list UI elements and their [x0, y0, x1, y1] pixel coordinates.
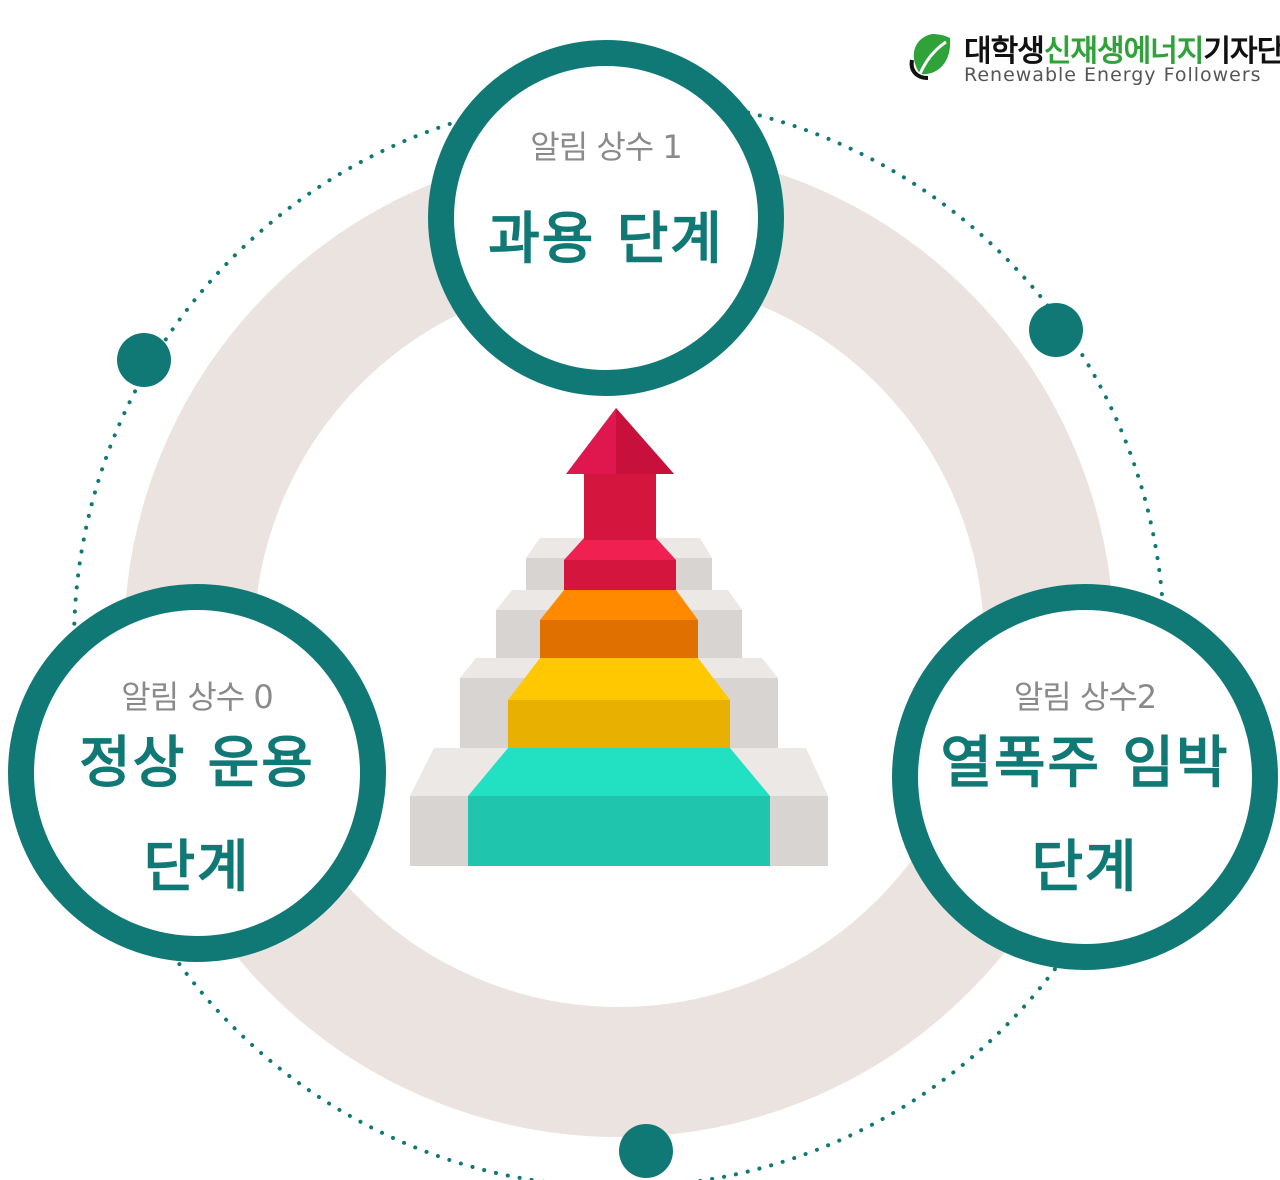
stage-name-line2: 단계	[143, 835, 251, 900]
logo-title: 대학생신재생에너지기자단	[964, 26, 1280, 70]
leaf-icon	[909, 34, 951, 80]
logo-title-part3: 기자단	[1203, 34, 1280, 69]
logo-title-part2: 신재생에너지	[1043, 34, 1205, 69]
cycle-node-right	[1029, 303, 1083, 357]
stage-overuse: 알림 상수 1 과용 단계	[428, 40, 784, 396]
logo-title-part1: 대학생	[964, 34, 1045, 69]
stage-thermal-runaway: 알림 상수2 열폭주 임박 단계	[892, 584, 1278, 970]
cycle-node-left	[117, 333, 171, 387]
stage-normal-operation: 알림 상수 0 정상 운용 단계	[8, 584, 386, 962]
cycle-node-bottom	[619, 1124, 673, 1178]
stage-name: 정상 운용	[79, 731, 315, 796]
stage-alert-label: 알림 상수2	[1013, 678, 1157, 716]
brand-logo: 대학생신재생에너지기자단 Renewable Energy Followers	[906, 26, 1280, 86]
stage-alert-label: 알림 상수 0	[121, 678, 273, 716]
rising-stairs-arrow-icon	[410, 408, 828, 866]
stage-name: 과용 단계	[488, 207, 724, 272]
stage-alert-label: 알림 상수 1	[530, 128, 682, 166]
stage-name: 열폭주 임박	[940, 731, 1230, 796]
stage-name-line2: 단계	[1031, 835, 1139, 900]
logo-subtitle: Renewable Energy Followers	[964, 64, 1262, 86]
